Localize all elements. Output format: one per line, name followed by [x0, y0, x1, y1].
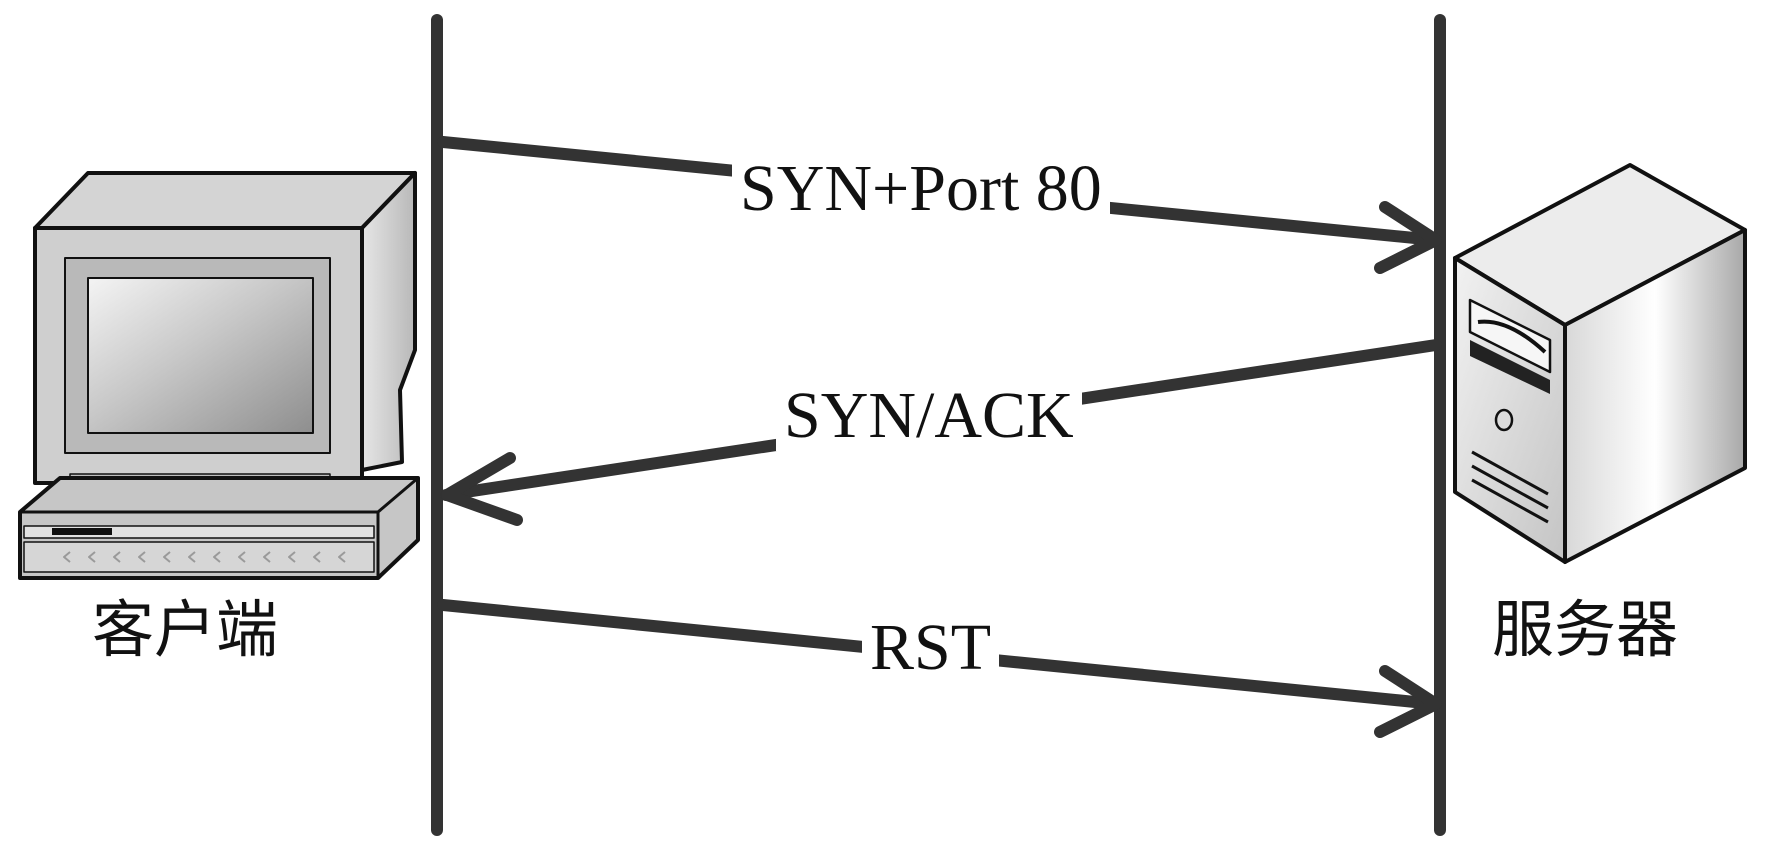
message-label-synack: SYN/ACK: [776, 381, 1082, 451]
server-label: 服务器: [1492, 593, 1679, 666]
desktop-computer-icon: [18, 171, 420, 580]
tower-server-icon: [1453, 163, 1747, 564]
message-label-syn: SYN+Port 80: [732, 154, 1110, 224]
client-label: 客户端: [92, 593, 279, 666]
message-label-rst: RST: [862, 613, 1000, 683]
